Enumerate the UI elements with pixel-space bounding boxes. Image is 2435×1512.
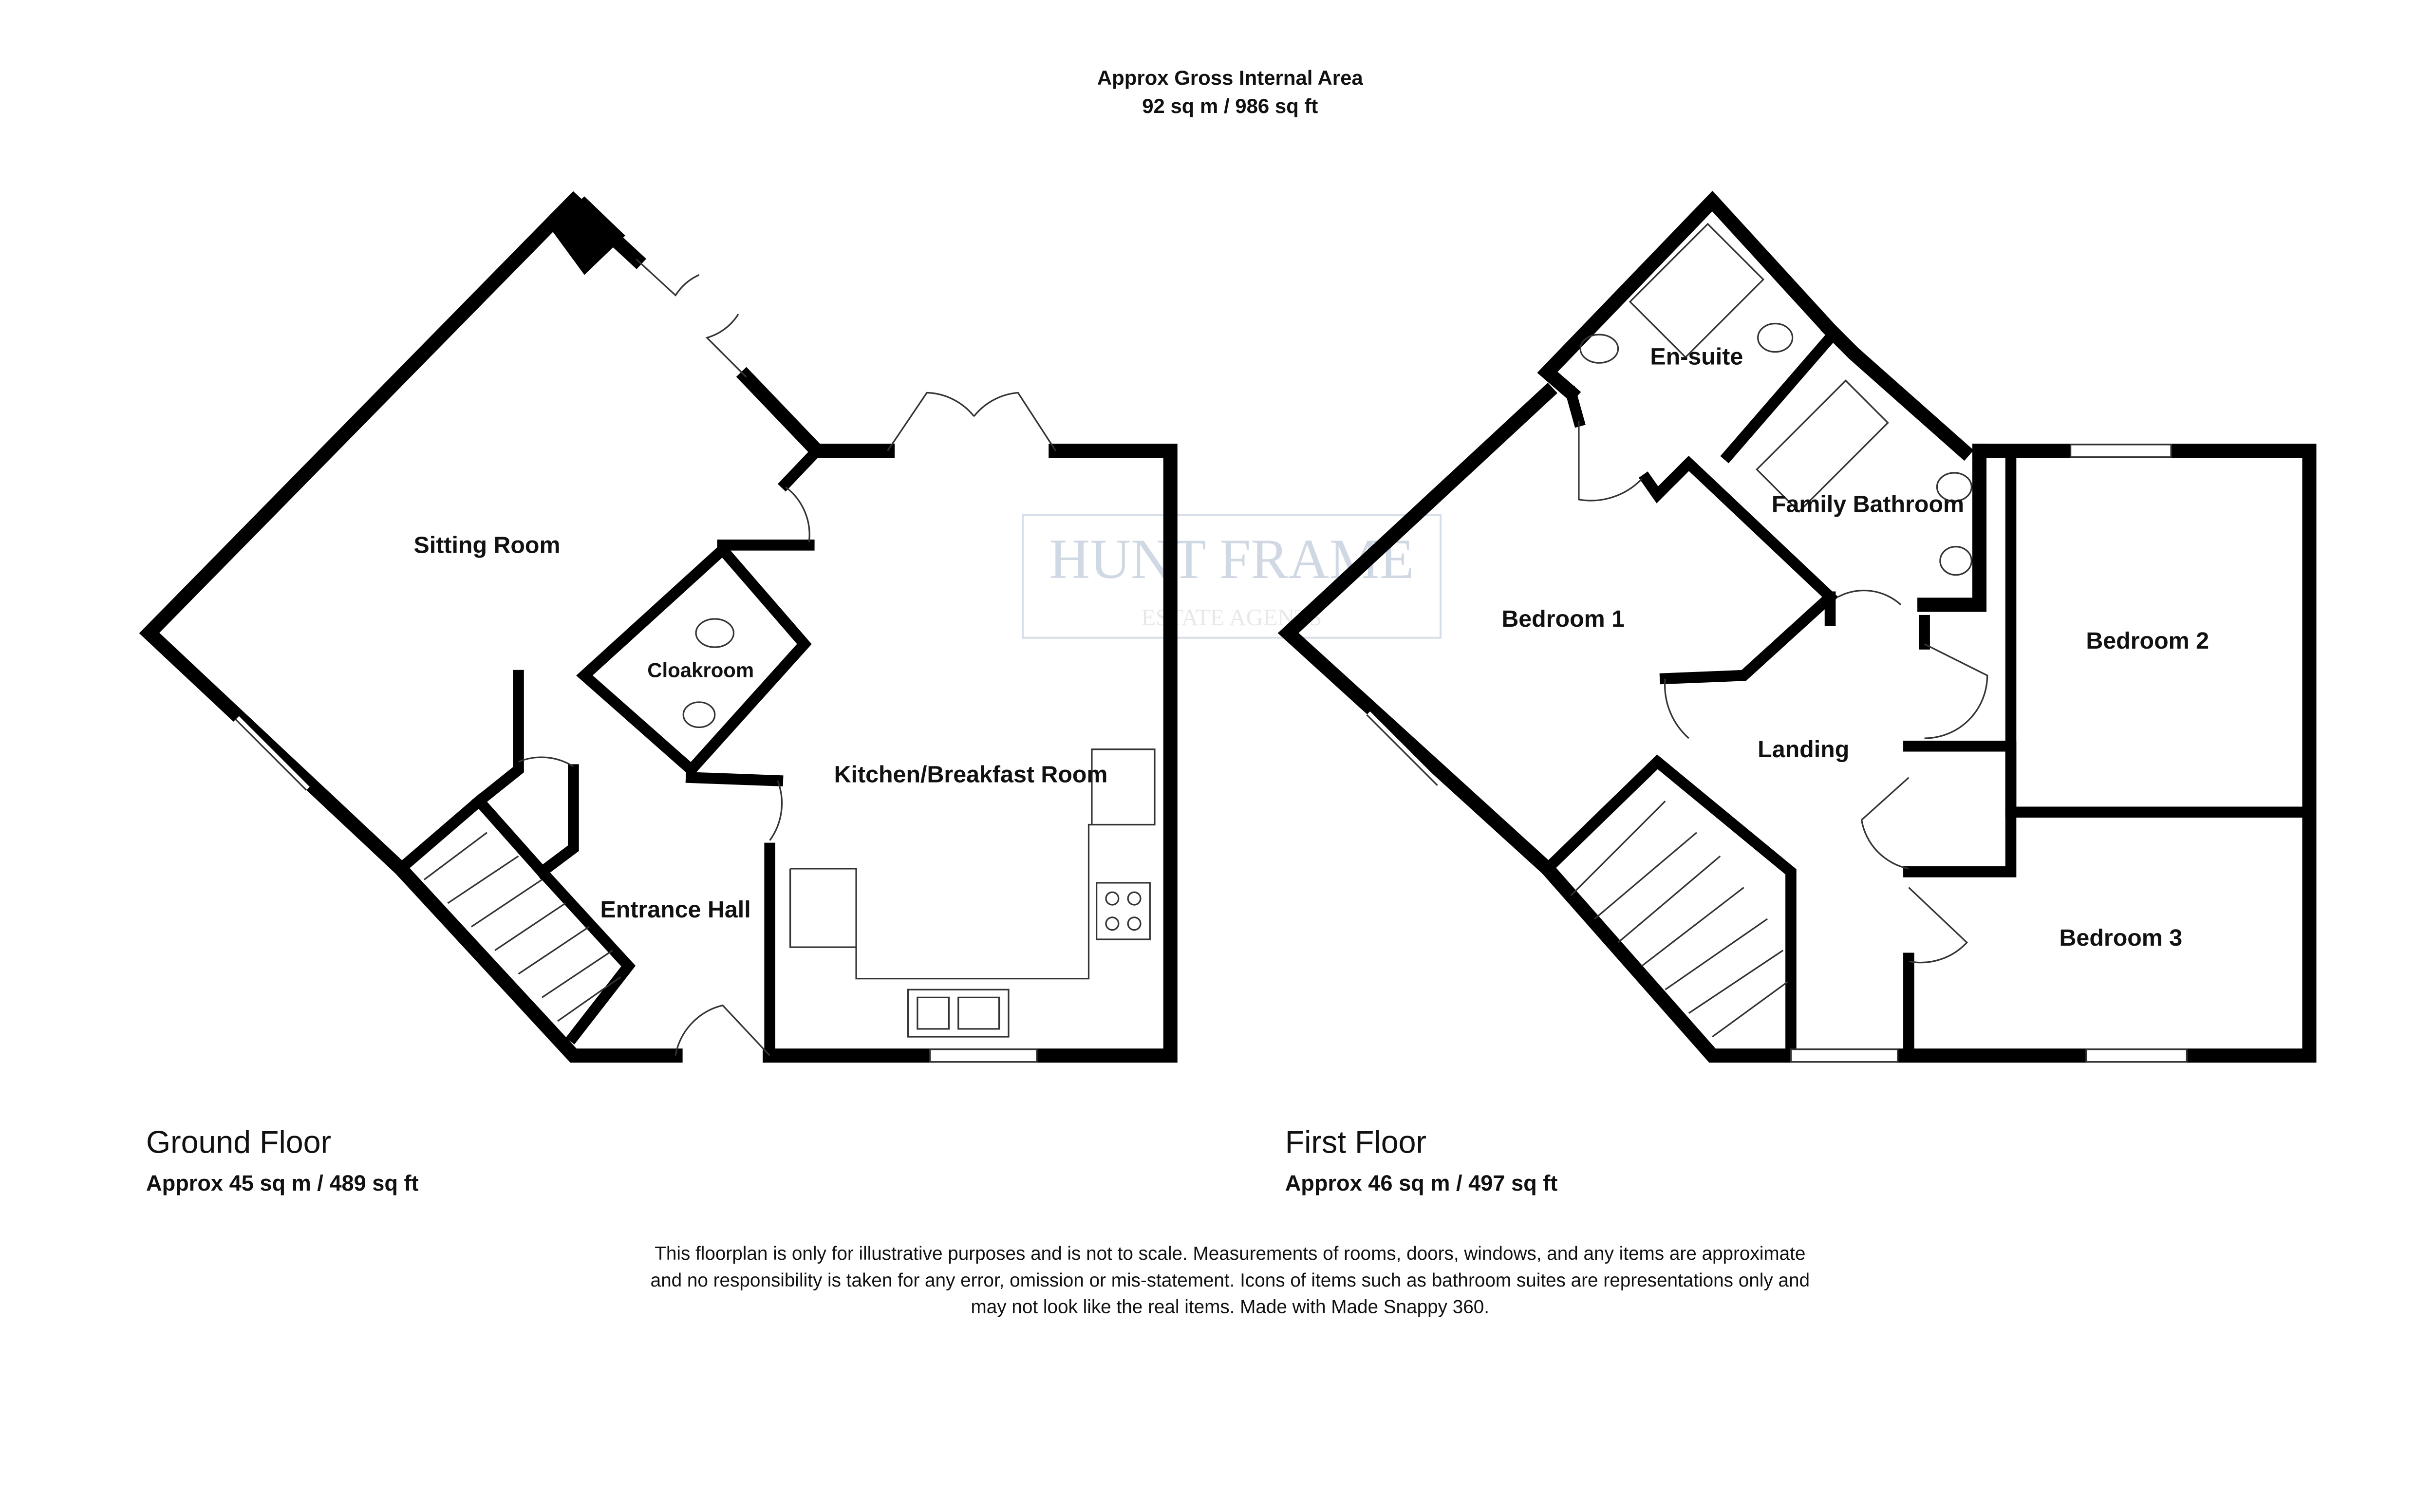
room-label-bedroom-1: Bedroom 1 (1501, 606, 1625, 632)
ground-floor-title: Ground Floor (146, 1125, 331, 1160)
window (1790, 1048, 1899, 1063)
window (2069, 444, 2172, 458)
room-label-sitting-room: Sitting Room (414, 532, 561, 558)
room-label-ensuite: En-suite (1650, 343, 1743, 370)
first-floor-title: First Floor (1285, 1125, 1426, 1160)
room-label-kitchen: Kitchen/Breakfast Room (834, 761, 1108, 787)
disclaimer-line-2: and no responsibility is taken for any e… (651, 1270, 1810, 1291)
window (929, 1048, 1038, 1063)
watermark-logo: HUNT FRAME ESTATE AGENTS (1022, 514, 1442, 639)
ground-floor-plan: Sitting Room Cloakroom Kitchen/Breakfast… (139, 191, 1178, 1063)
chimney-breast (550, 196, 625, 275)
window (2085, 1048, 2188, 1063)
disclaimer-line-1: This floorplan is only for illustrative … (655, 1243, 1805, 1264)
disclaimer-line-3: may not look like the real items. Made w… (971, 1297, 1489, 1318)
room-label-bedroom-3: Bedroom 3 (2059, 925, 2182, 951)
staircase-first (1539, 754, 1797, 1062)
staircase-ground (393, 793, 636, 1045)
room-label-cloakroom: Cloakroom (647, 658, 754, 681)
first-floor-plan: En-suite Family Bathroom Bedroom 1 Bedro… (1277, 190, 2317, 1063)
gross-area-value: 92 sq m / 986 sq ft (1142, 94, 1318, 117)
first-floor-area: Approx 46 sq m / 497 sq ft (1285, 1171, 1558, 1195)
room-label-family-bathroom: Family Bathroom (1772, 491, 1964, 518)
room-label-entrance-hall: Entrance Hall (600, 896, 751, 923)
room-label-landing: Landing (1758, 736, 1849, 763)
floorplan: Approx Gross Internal Area 92 sq m / 986… (139, 66, 2317, 1318)
ground-floor-area: Approx 45 sq m / 489 sq ft (146, 1171, 419, 1195)
room-label-bedroom-2: Bedroom 2 (2086, 628, 2209, 654)
gross-area-title: Approx Gross Internal Area (1097, 66, 1364, 89)
